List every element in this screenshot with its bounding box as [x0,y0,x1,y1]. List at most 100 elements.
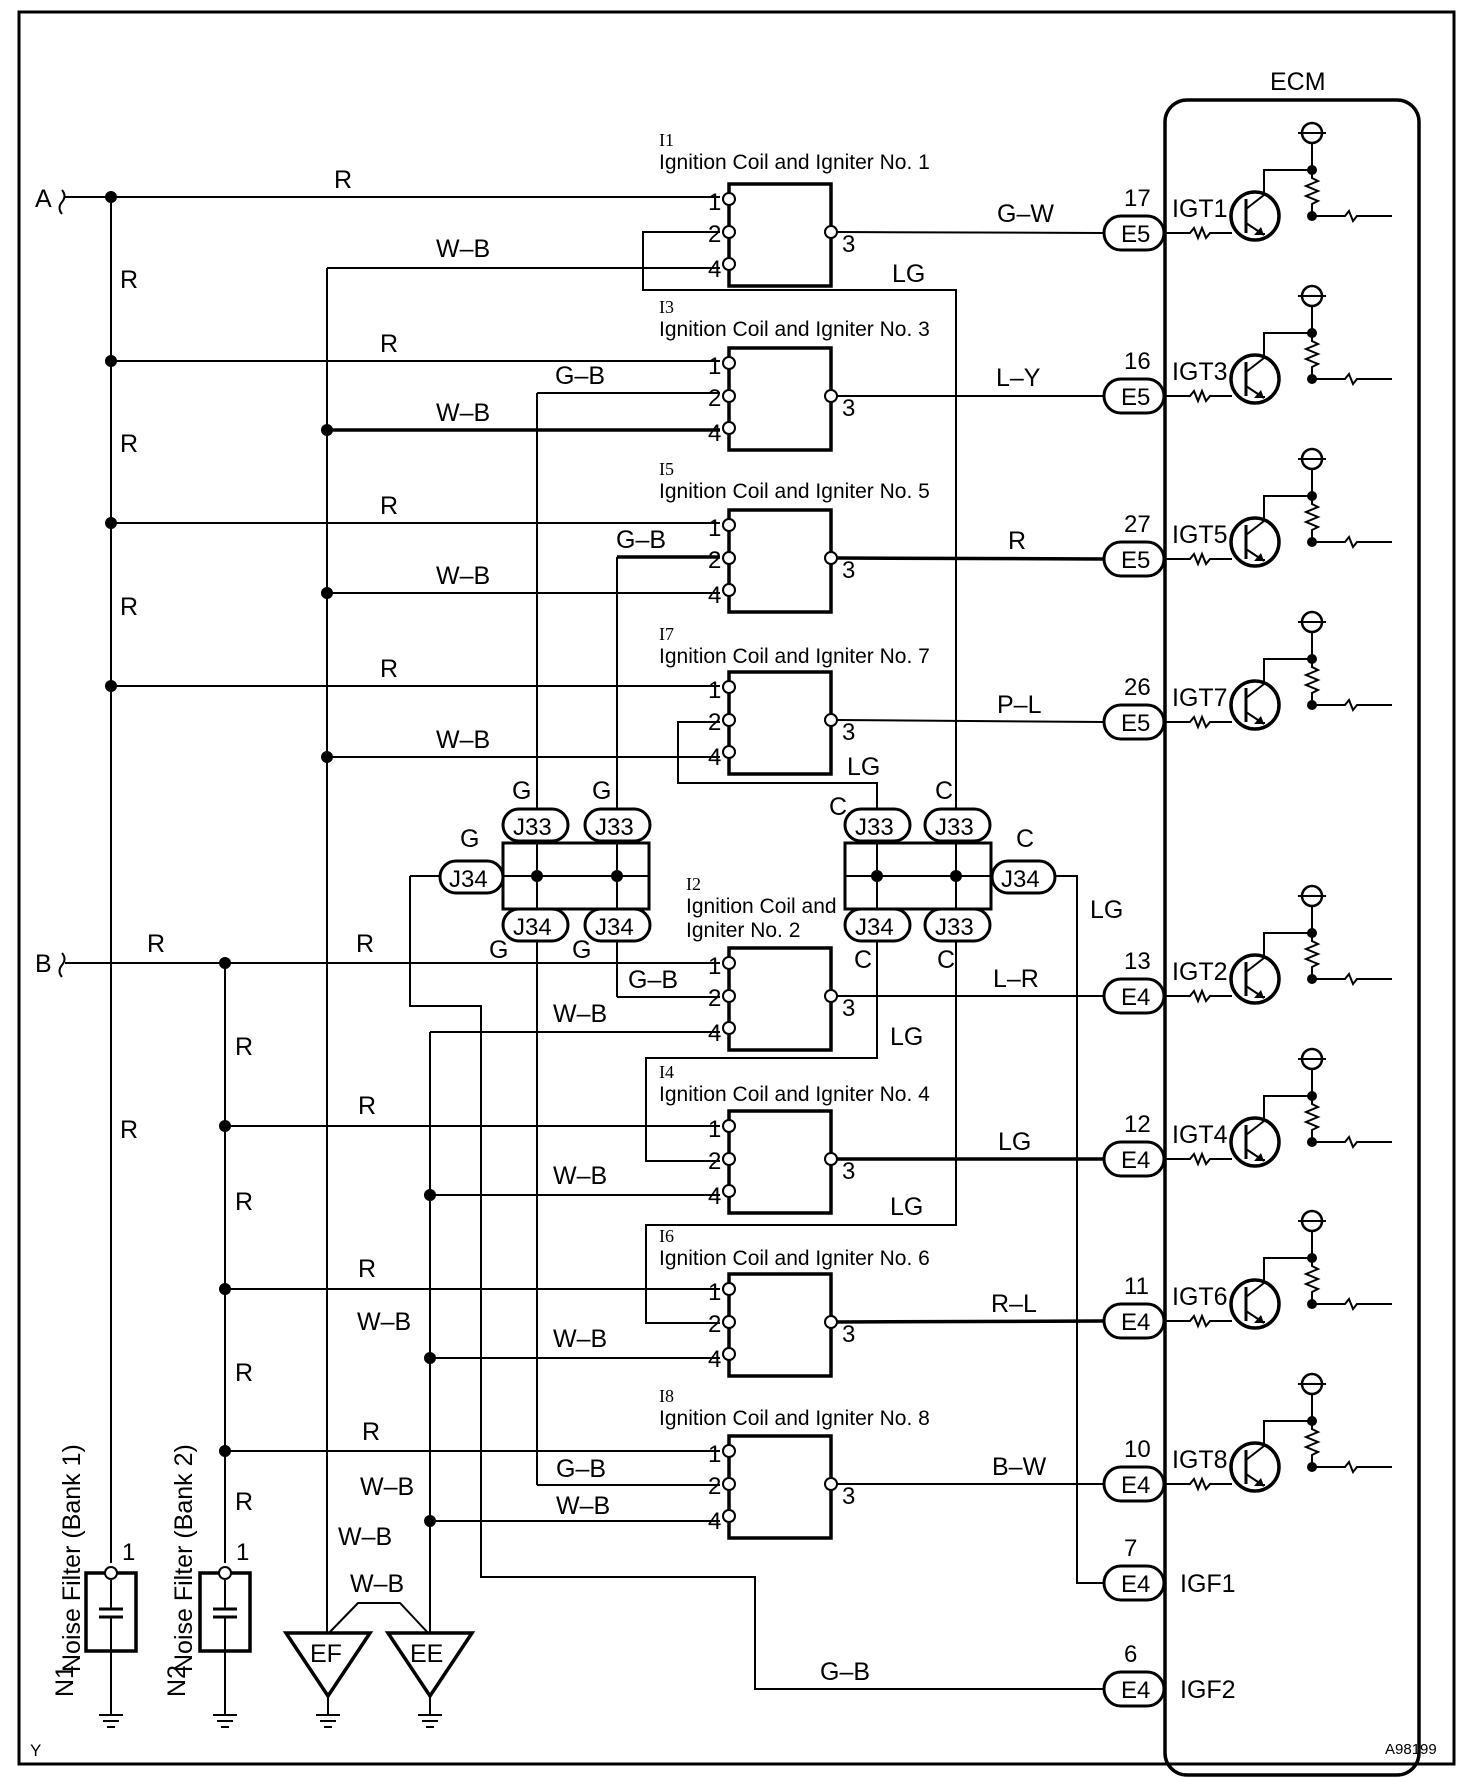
svg-text:W–B: W–B [436,235,490,263]
svg-text:J33: J33 [513,814,552,841]
noise-filter-1 [84,1566,138,1728]
svg-text:2: 2 [708,1311,721,1338]
svg-text:J34: J34 [449,866,488,893]
svg-text:R: R [120,430,138,458]
svg-text:LG: LG [1090,896,1123,924]
svg-text:R: R [356,930,374,958]
svg-text:3: 3 [842,231,855,258]
svg-text:IGT4: IGT4 [1172,1121,1228,1149]
ecm-label: ECM [1270,68,1326,96]
svg-text:IGT2: IGT2 [1172,958,1228,986]
svg-text:16: 16 [1124,348,1151,375]
j33-right-2: J33 [923,807,992,843]
j34-left-5: J34 [583,907,652,943]
svg-text:IGT3: IGT3 [1172,358,1228,386]
svg-text:W–B: W–B [556,1492,610,1520]
coil-label-6: Ignition Coil and Igniter No. 6 [659,1247,930,1270]
j33-left-2: J33 [583,807,652,843]
svg-text:W–B: W–B [553,1000,607,1028]
svg-text:1: 1 [708,353,721,380]
svg-text:E4: E4 [1121,1677,1150,1704]
svg-text:W–B: W–B [350,1570,404,1598]
svg-text:W–B: W–B [553,1162,607,1190]
svg-text:J34: J34 [513,914,552,941]
svg-text:G–B: G–B [616,526,666,554]
svg-text:IGT7: IGT7 [1172,684,1228,712]
j34-right-4: J34 [843,907,912,943]
svg-text:27: 27 [1124,511,1151,538]
svg-text:1: 1 [708,1279,721,1306]
svg-text:4: 4 [708,582,721,609]
svg-text:IGT8: IGT8 [1172,1446,1228,1474]
svg-text:R: R [380,655,398,683]
svg-text:E4: E4 [1121,1472,1150,1499]
svg-text:EF: EF [310,1640,342,1668]
svg-text:2: 2 [708,221,721,248]
noise-filter-2-id: N2 [163,1665,191,1697]
svg-text:1: 1 [708,677,721,704]
svg-text:2: 2 [708,385,721,412]
svg-text:1: 1 [122,1539,135,1566]
svg-text:C: C [937,946,955,974]
j34-left-3: J34 [438,859,505,895]
svg-text:G: G [512,777,531,805]
svg-text:R: R [120,1116,138,1144]
svg-text:E5: E5 [1121,221,1150,248]
svg-text:3: 3 [842,719,855,746]
input-b-break [58,952,66,978]
svg-text:R: R [380,330,398,358]
svg-text:G: G [592,777,611,805]
svg-text:B–W: B–W [992,1453,1047,1481]
svg-text:G–W: G–W [997,200,1054,228]
svg-text:12: 12 [1124,1111,1151,1138]
svg-text:R–L: R–L [991,1290,1037,1318]
svg-text:LG: LG [892,260,925,288]
svg-text:LG: LG [890,1023,923,1051]
svg-text:W–B: W–B [553,1325,607,1353]
svg-text:C: C [935,777,953,805]
svg-text:3: 3 [842,557,855,584]
svg-text:I8: I8 [659,1386,674,1406]
svg-text:I6: I6 [659,1226,674,1246]
svg-text:P–L: P–L [997,691,1042,719]
svg-text:E4: E4 [1121,1571,1150,1598]
svg-text:J33: J33 [855,814,894,841]
svg-text:J34: J34 [595,914,634,941]
frame [17,10,1456,1766]
svg-text:1: 1 [708,1441,721,1468]
svg-text:G: G [460,825,479,853]
svg-text:1: 1 [708,953,721,980]
svg-text:R: R [235,1188,253,1216]
svg-text:EE: EE [410,1640,443,1668]
svg-text:I5: I5 [659,459,674,479]
svg-text:R: R [235,1033,253,1061]
svg-text:1: 1 [708,1116,721,1143]
svg-text:W–B: W–B [436,726,490,754]
noise-filter-1-name: Noise Filter (Bank 1) [58,1444,86,1672]
svg-text:E4: E4 [1121,1309,1150,1336]
svg-text:C: C [829,793,847,821]
noise-filter-1-id: N1 [51,1665,79,1697]
svg-text:E4: E4 [1121,984,1150,1011]
svg-text:C: C [1016,825,1034,853]
svg-text:2: 2 [708,1148,721,1175]
svg-text:J34: J34 [1001,866,1040,893]
svg-text:IGT5: IGT5 [1172,521,1228,549]
svg-text:3: 3 [842,1483,855,1510]
svg-text:3: 3 [842,395,855,422]
svg-text:R: R [362,1418,380,1446]
svg-text:3: 3 [842,995,855,1022]
svg-text:4: 4 [708,1508,721,1535]
svg-text:IGT1: IGT1 [1172,195,1228,223]
svg-text:W–B: W–B [360,1473,414,1501]
svg-text:J33: J33 [935,914,974,941]
svg-text:6: 6 [1124,1641,1137,1668]
